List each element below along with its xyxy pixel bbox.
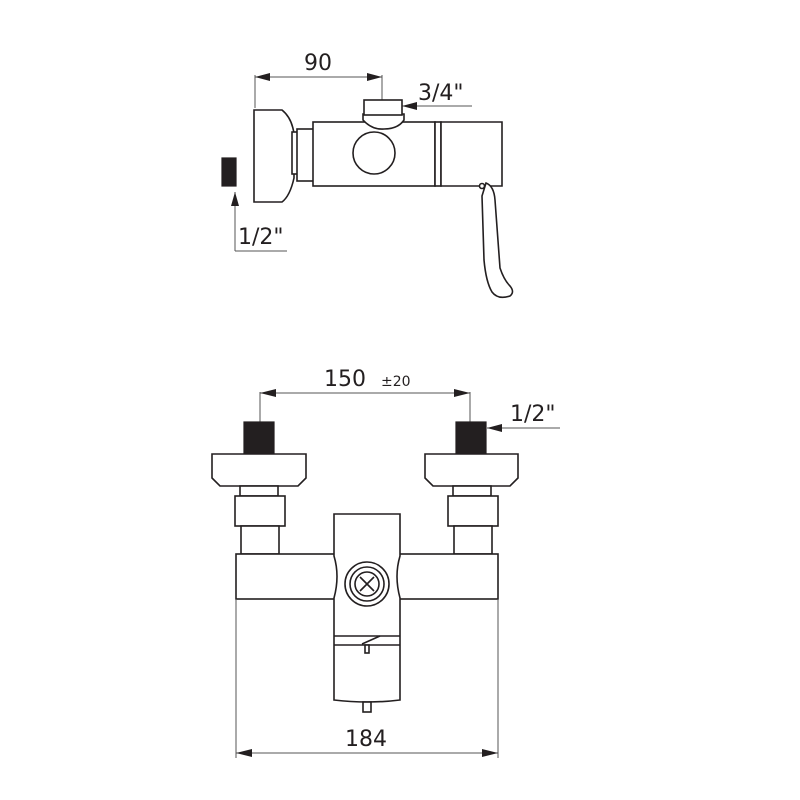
lever-handle[interactable] <box>481 181 514 299</box>
dimension-90: 90 <box>254 51 383 108</box>
outlet-connector <box>363 99 403 116</box>
handle-cap <box>440 121 503 187</box>
inlet-thread <box>221 157 237 187</box>
outlet-fitting-cross <box>359 576 375 592</box>
dim-depth-label: 90 <box>304 51 332 76</box>
dimension-outlet-thread: 3/4" <box>402 81 472 110</box>
left-connector <box>240 525 280 555</box>
front-view: 150 ±20 1/2" <box>211 367 560 758</box>
tolerance-label: ±20 <box>381 374 411 390</box>
left-union-nut <box>234 495 286 527</box>
right-wall-flange <box>424 453 519 487</box>
center-distance-label: 150 <box>324 367 366 392</box>
right-union-nut <box>447 495 499 527</box>
right-flange-neck <box>452 485 492 497</box>
wall-flange <box>253 109 295 203</box>
dimension-150: 150 ±20 <box>259 367 471 422</box>
right-inlet-thread <box>455 421 487 455</box>
lever-pin <box>364 644 370 654</box>
body-boss <box>352 131 396 175</box>
left-wall-flange <box>211 453 307 487</box>
front-inlet-thread-label: 1/2" <box>510 402 556 427</box>
dimension-front-inlet-thread: 1/2" <box>487 402 560 432</box>
right-connector <box>453 525 493 555</box>
lever-pin <box>478 182 486 190</box>
dimension-side-inlet-thread: 1/2" <box>231 192 287 252</box>
central-cartridge-body <box>333 513 401 703</box>
outlet-spigot <box>362 701 372 713</box>
side-view: 90 3/4" 1/2" <box>221 51 514 299</box>
outlet-collar <box>362 113 405 130</box>
left-inlet-thread <box>243 421 275 455</box>
side-inlet-thread-label: 1/2" <box>238 225 284 250</box>
left-flange-neck <box>239 485 279 497</box>
lever-edge <box>361 635 381 645</box>
dimension-184: 184 <box>235 599 499 758</box>
outlet-thread-label: 3/4" <box>418 81 464 106</box>
overall-width-label: 184 <box>345 727 387 752</box>
handle-ring <box>434 121 442 187</box>
